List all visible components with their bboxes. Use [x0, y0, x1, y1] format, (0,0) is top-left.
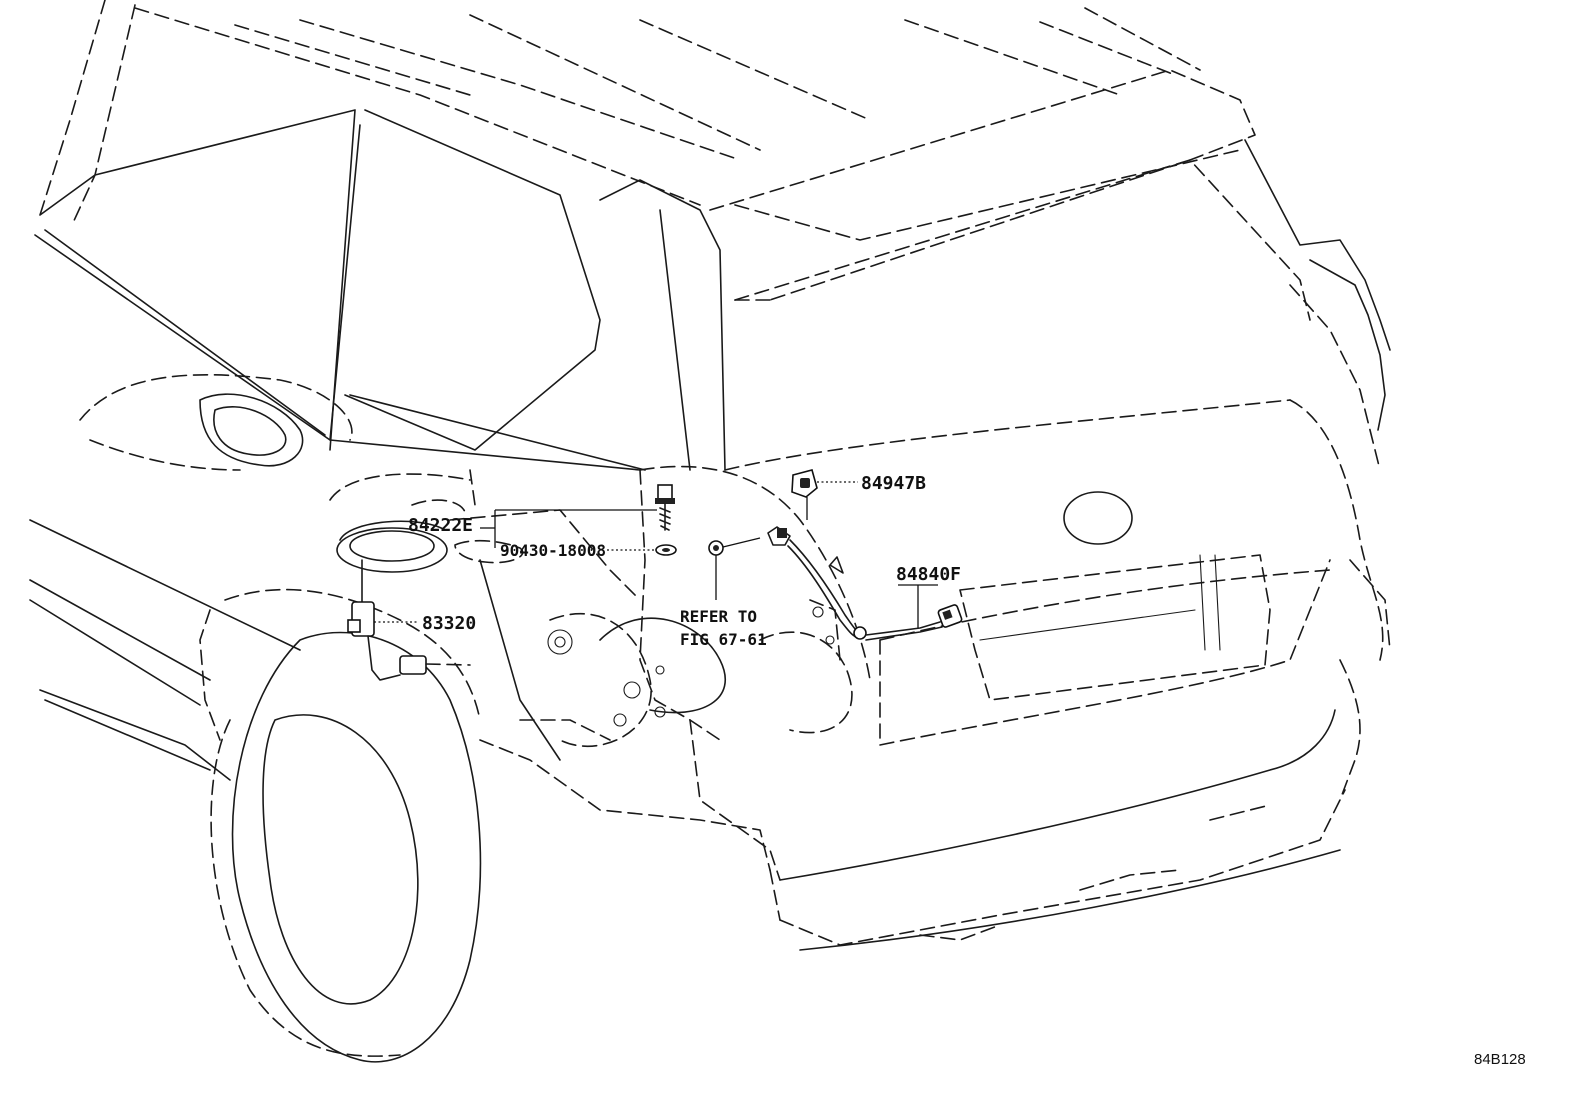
- harness-84840f-graphic: [767, 526, 963, 641]
- vehicle-body-outline: [29, 0, 1391, 1063]
- part-label-83320: 83320: [422, 613, 476, 634]
- part-label-84840f: 84840F: [896, 564, 961, 585]
- fuel-tank-component-group: [336, 499, 524, 573]
- part-label-84222e: 84222E: [408, 515, 473, 536]
- washer-part-graphic: [655, 544, 677, 556]
- leader-lines: [374, 481, 938, 628]
- refer-to-label: REFER TO: [680, 607, 757, 626]
- clip-part-graphic: [708, 540, 724, 556]
- sensor-83320-graphic: [347, 559, 471, 681]
- diagram-code: 84B128: [1474, 1051, 1526, 1068]
- bolt-part-graphic: [655, 484, 675, 531]
- refer-fig-label: FIG 67-61: [680, 630, 767, 649]
- part-label-90430-18008: 90430-18008: [500, 541, 606, 560]
- part-label-84947b: 84947B: [861, 473, 926, 494]
- grommet-part-graphic: [791, 469, 818, 498]
